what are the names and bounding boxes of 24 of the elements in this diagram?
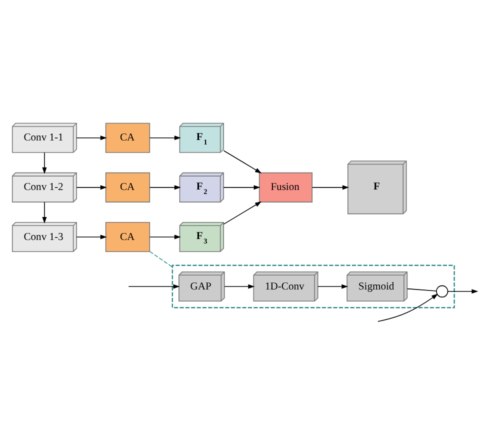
arrow — [312, 184, 349, 190]
arrow — [76, 184, 107, 190]
arrow — [318, 284, 348, 288]
node-box: CA — [105, 172, 150, 202]
arrow — [224, 284, 255, 288]
arrow — [378, 293, 438, 322]
arrow — [42, 201, 47, 223]
arrow — [76, 234, 107, 239]
arrow — [76, 135, 107, 140]
arrow — [149, 135, 181, 140]
arrow — [149, 184, 181, 190]
node-box: CA — [105, 221, 150, 252]
connector — [406, 288, 437, 291]
arrow — [223, 200, 262, 224]
arrow — [448, 288, 478, 294]
arrow — [223, 184, 260, 190]
node-box: CA — [105, 122, 150, 152]
node-box: Fusion — [258, 172, 313, 202]
arrow — [128, 284, 180, 288]
arrow — [223, 150, 262, 173]
arrow — [149, 234, 181, 239]
arrow — [42, 152, 47, 174]
node-circle — [436, 284, 448, 297]
connector — [149, 250, 173, 267]
